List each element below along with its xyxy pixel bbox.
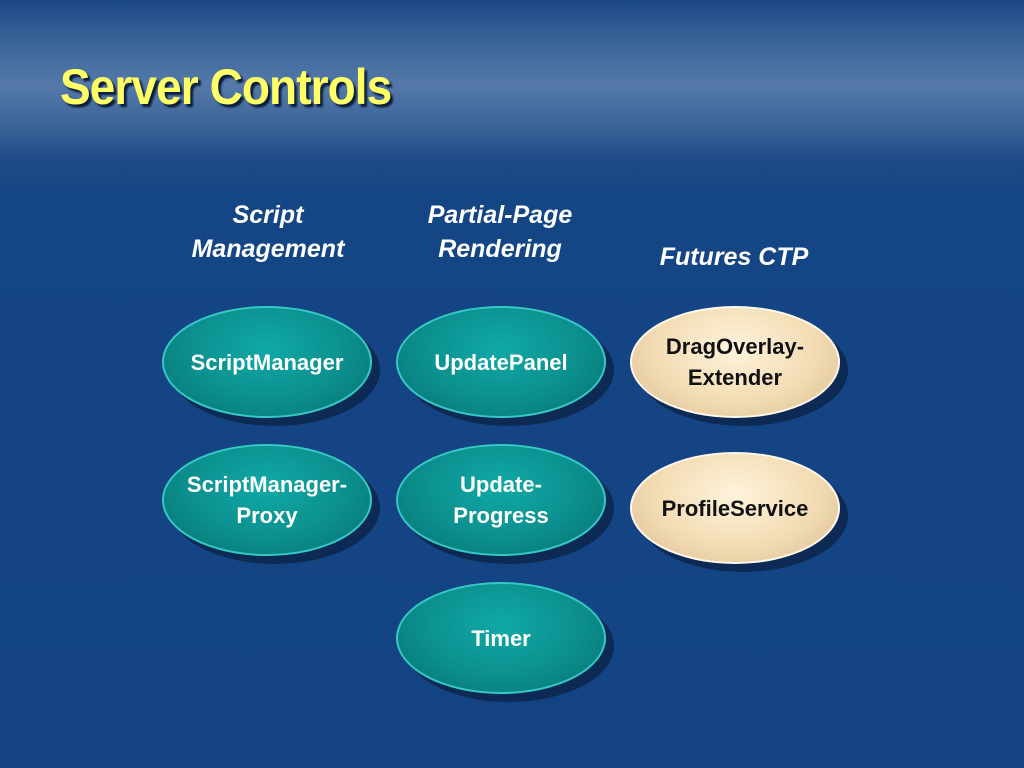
column-heading-partial-page-rendering: Partial-Page Rendering <box>427 201 573 263</box>
control-label: UpdatePanel <box>434 349 568 375</box>
column-heading-futures-ctp: Futures CTP <box>659 243 809 271</box>
column-heading-script-management: Script Management <box>191 201 345 263</box>
control-timer: Timer <box>396 582 606 694</box>
control-label: ScriptManager- Proxy <box>186 472 348 528</box>
control-script-manager-proxy: ScriptManager- Proxy <box>162 444 372 556</box>
control-label: ProfileService <box>661 495 809 521</box>
control-label: Timer <box>471 625 531 651</box>
control-label: DragOverlay- Extender <box>665 334 805 390</box>
control-drag-overlay-extender: DragOverlay- Extender <box>630 306 840 418</box>
control-label: ScriptManager <box>190 349 344 375</box>
slide-title: Server Controls <box>60 59 392 115</box>
control-label: Update- Progress <box>453 472 549 528</box>
control-script-manager: ScriptManager <box>162 306 372 418</box>
control-update-panel: UpdatePanel <box>396 306 606 418</box>
control-update-progress: Update- Progress <box>396 444 606 556</box>
control-profile-service: ProfileService <box>630 452 840 564</box>
